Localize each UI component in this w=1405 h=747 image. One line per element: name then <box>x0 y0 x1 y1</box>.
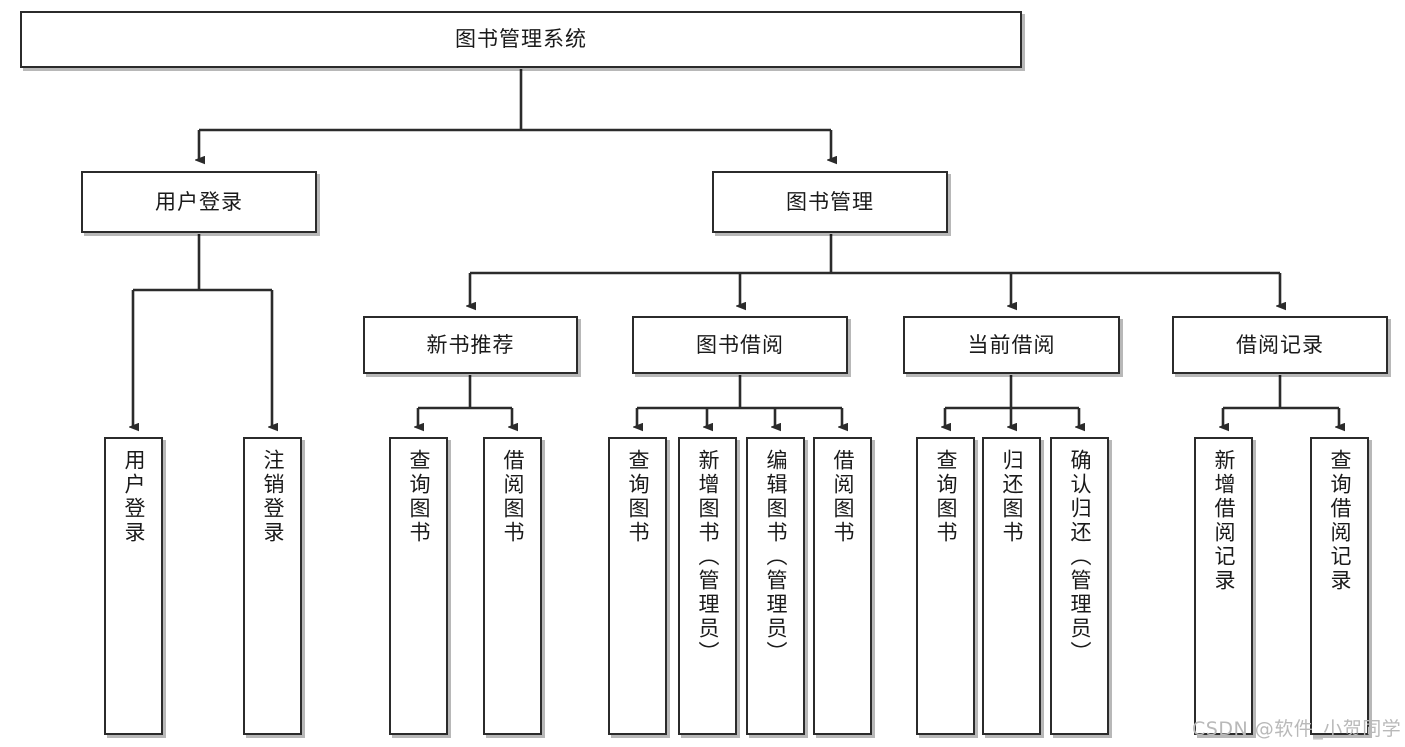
node-label: 新书推荐 <box>426 332 515 357</box>
leaf-query-record[interactable]: 查询借阅记录 <box>1310 437 1369 735</box>
node-label: 借阅记录 <box>1236 332 1324 357</box>
node-current-borrow[interactable]: 当前借阅 <box>903 316 1120 374</box>
leaf-user-logout[interactable]: 注销登录 <box>243 437 302 735</box>
node-label: 图书借阅 <box>696 332 784 357</box>
node-label: 借阅图书 <box>831 449 855 545</box>
node-borrow-record[interactable]: 借阅记录 <box>1172 316 1388 374</box>
leaf-query-book-3[interactable]: 查询图书 <box>916 437 975 735</box>
node-label: 确认归还（管理员） <box>1068 449 1092 665</box>
node-label: 图书管理 <box>786 189 874 214</box>
leaf-borrow-book-1[interactable]: 借阅图书 <box>483 437 542 735</box>
node-label: 编辑图书（管理员） <box>764 449 788 665</box>
leaf-add-book[interactable]: 新增图书（管理员） <box>678 437 737 735</box>
node-label: 新增借阅记录 <box>1212 449 1236 593</box>
leaf-query-book-2[interactable]: 查询图书 <box>608 437 667 735</box>
node-label: 图书管理系统 <box>455 27 587 52</box>
node-label: 查询图书 <box>626 449 650 545</box>
node-label: 当前借阅 <box>967 332 1056 357</box>
node-label: 查询借阅记录 <box>1328 449 1352 593</box>
node-new-book-recommend[interactable]: 新书推荐 <box>363 316 578 374</box>
node-label: 归还图书 <box>1000 449 1024 545</box>
leaf-confirm-return[interactable]: 确认归还（管理员） <box>1050 437 1109 735</box>
leaf-add-record[interactable]: 新增借阅记录 <box>1194 437 1253 735</box>
leaf-edit-book[interactable]: 编辑图书（管理员） <box>746 437 805 735</box>
node-label: 借阅图书 <box>501 449 525 545</box>
node-book-manage[interactable]: 图书管理 <box>712 171 948 233</box>
node-label: 查询图书 <box>407 449 431 545</box>
leaf-query-book-1[interactable]: 查询图书 <box>389 437 448 735</box>
node-label: 注销登录 <box>261 449 285 545</box>
node-label: 查询图书 <box>934 449 958 545</box>
node-label: 新增图书（管理员） <box>696 449 720 665</box>
node-label: 用户登录 <box>155 189 243 214</box>
watermark: CSDN @软件_小贺同学 <box>1192 718 1402 740</box>
leaf-return-book[interactable]: 归还图书 <box>982 437 1041 735</box>
node-user-login[interactable]: 用户登录 <box>81 171 317 233</box>
leaf-borrow-book-2[interactable]: 借阅图书 <box>813 437 872 735</box>
node-root-book-management-system[interactable]: 图书管理系统 <box>20 11 1022 68</box>
node-label: 用户登录 <box>122 449 146 545</box>
leaf-user-login[interactable]: 用户登录 <box>104 437 163 735</box>
node-book-borrow[interactable]: 图书借阅 <box>632 316 848 374</box>
